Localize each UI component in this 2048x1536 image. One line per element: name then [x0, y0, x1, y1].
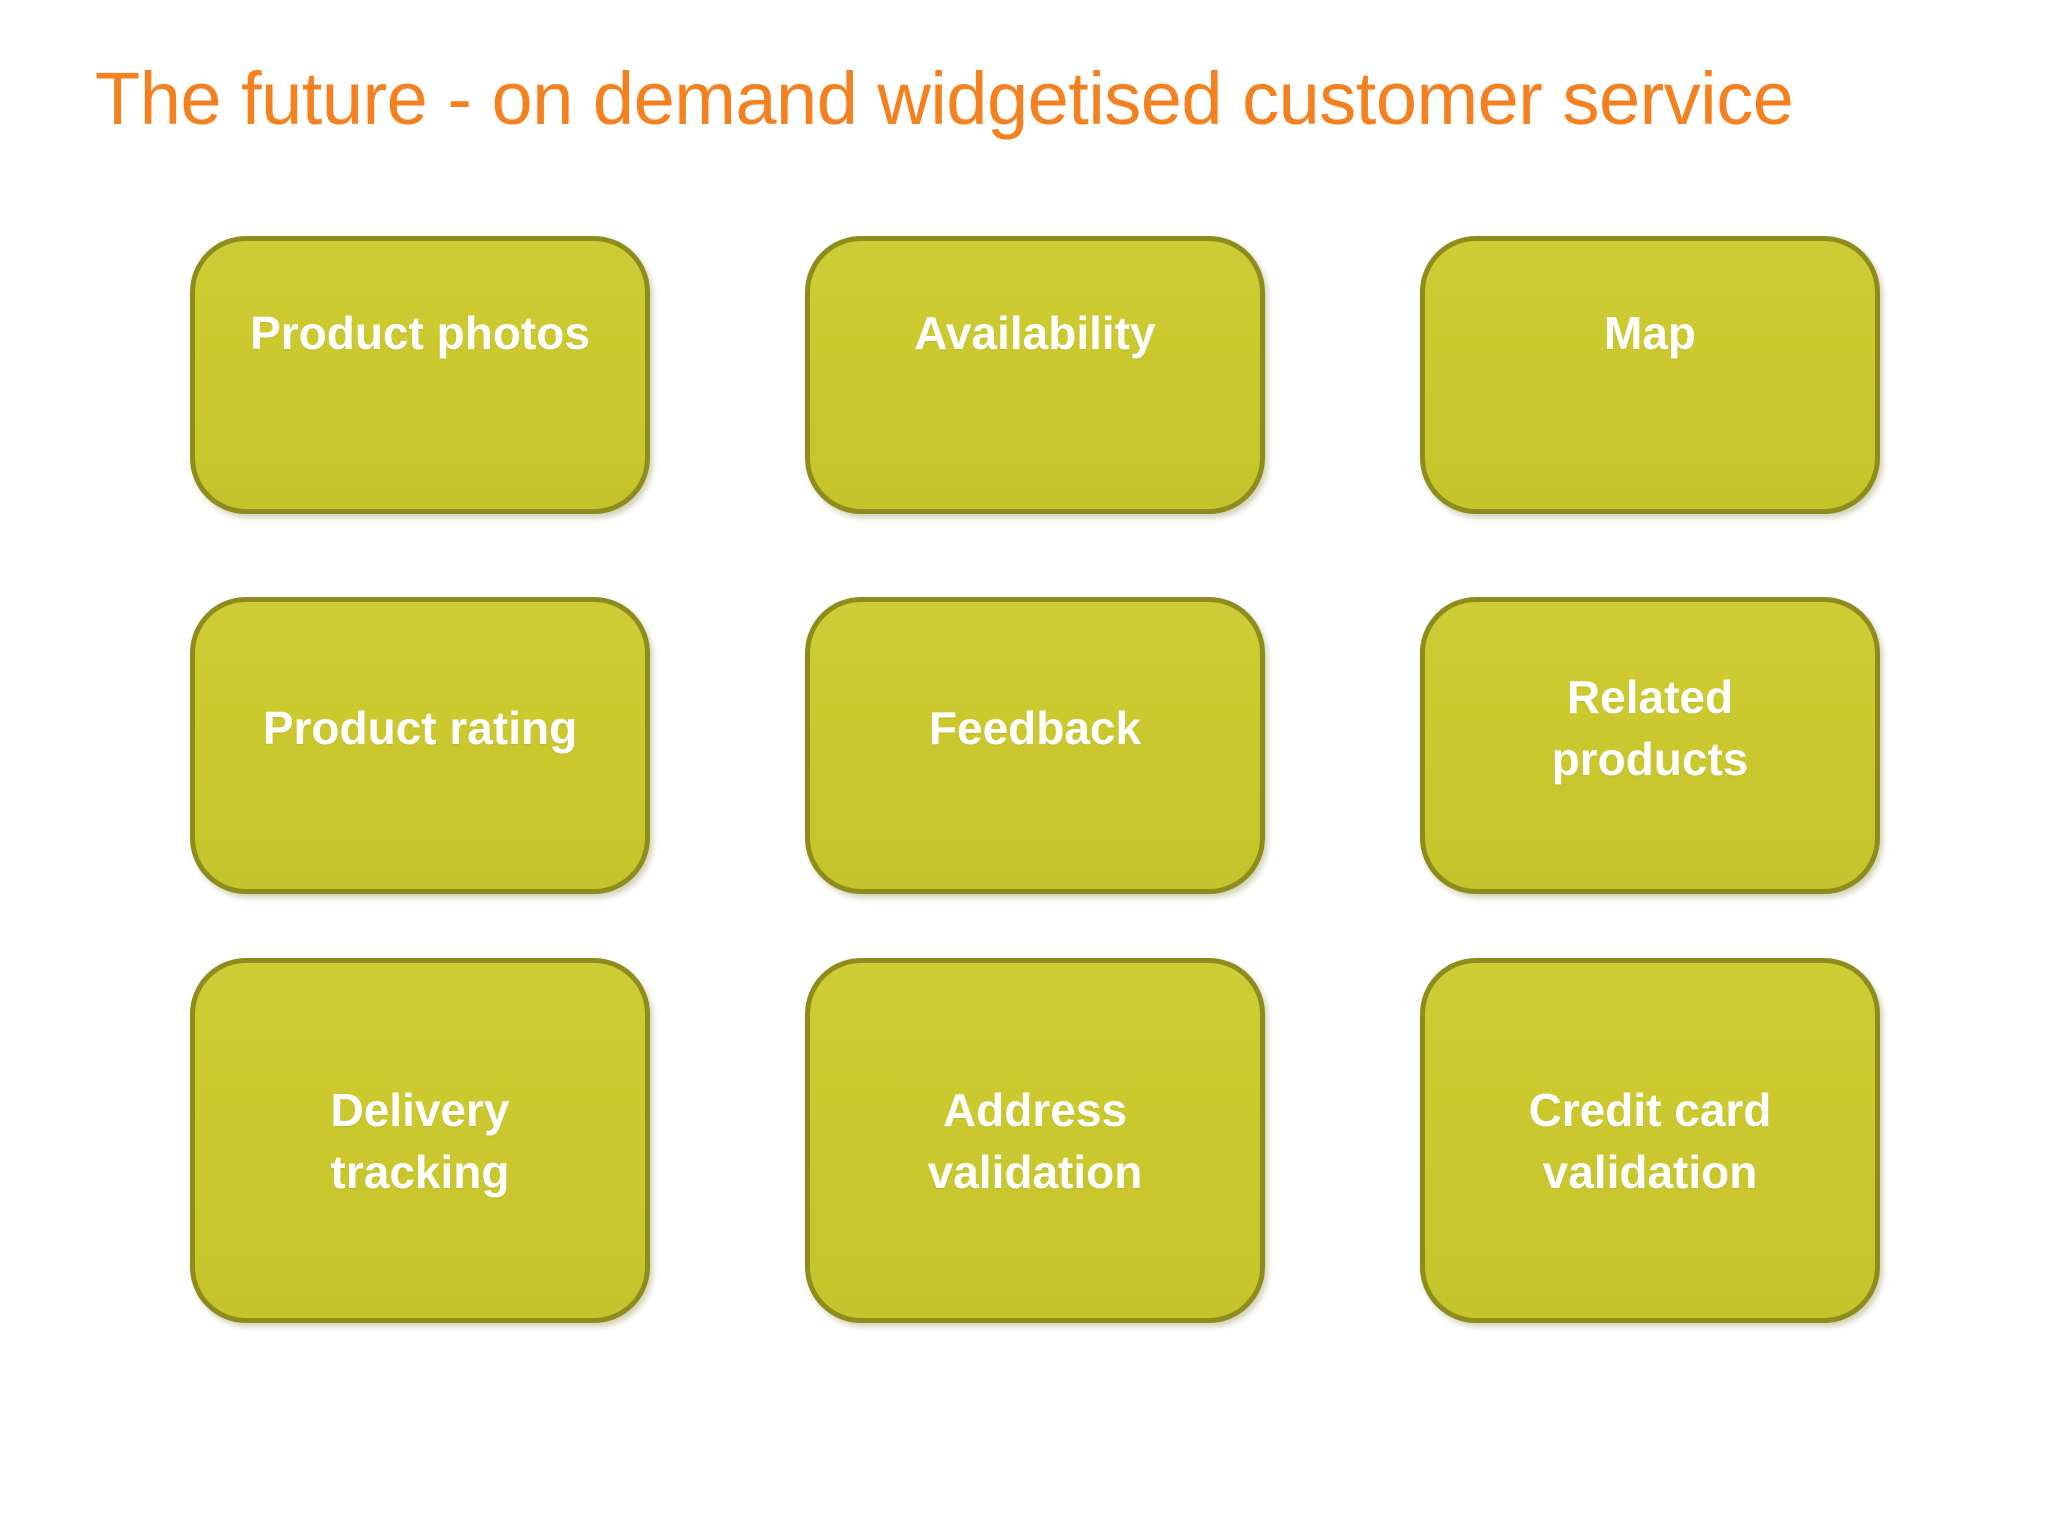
widget-card-feedback[interactable]: Feedback — [805, 597, 1265, 894]
widget-label: Product rating — [262, 701, 578, 754]
widget-card-product-rating[interactable]: Product rating — [190, 597, 650, 894]
page-title: The future - on demand widgetised custom… — [95, 57, 1794, 140]
widget-label: Delivery tracking — [330, 1083, 510, 1198]
widget-label: Map — [1604, 307, 1696, 359]
widget-card-related-products[interactable]: Related products — [1420, 597, 1880, 894]
widget-card-delivery-tracking[interactable]: Delivery tracking — [190, 958, 650, 1323]
widget-label: Availability — [914, 307, 1156, 359]
widget-label: Address validation — [927, 1083, 1143, 1198]
widget-card-credit-card-validation[interactable]: Credit card validation — [1420, 958, 1880, 1323]
widget-grid: Product photos Availability Map Product … — [190, 236, 1880, 1471]
widget-label: Product photos — [250, 307, 590, 359]
widget-card-product-photos[interactable]: Product photos — [190, 236, 650, 514]
widget-card-availability[interactable]: Availability — [805, 236, 1265, 514]
widget-label: Feedback — [928, 701, 1142, 754]
widget-label: Credit card validation — [1528, 1083, 1772, 1198]
widget-card-map[interactable]: Map — [1420, 236, 1880, 514]
widget-card-address-validation[interactable]: Address validation — [805, 958, 1265, 1323]
widget-label: Related products — [1551, 670, 1749, 785]
